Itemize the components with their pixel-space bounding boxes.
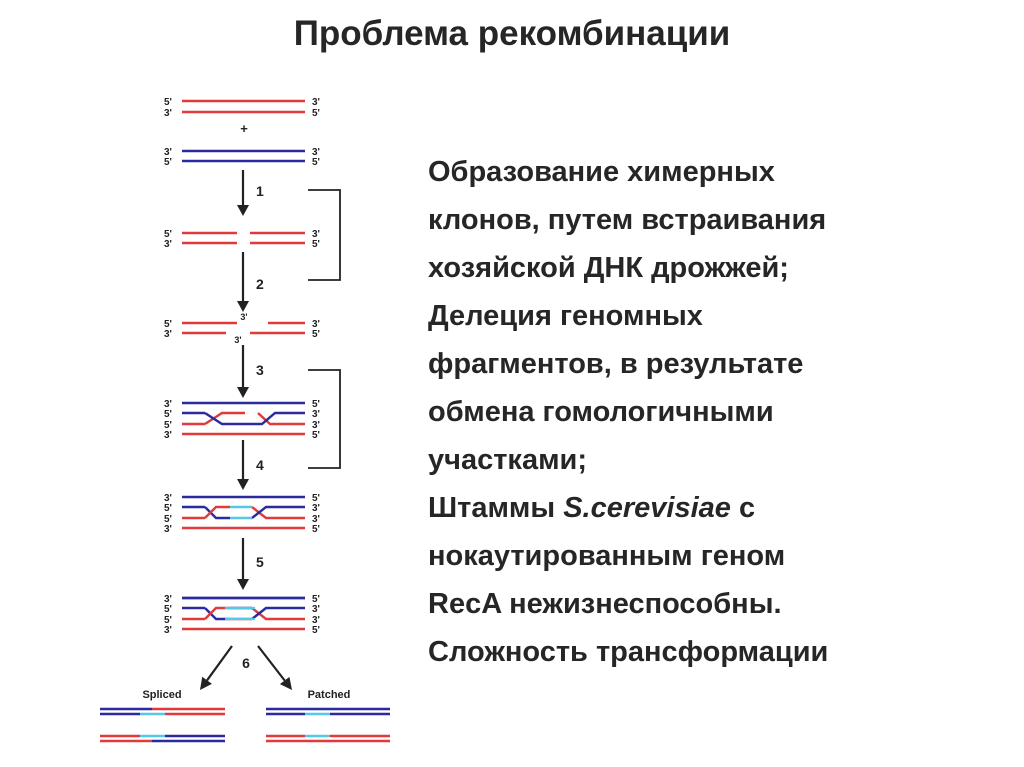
arrow-step-6-patched bbox=[257, 645, 286, 682]
strand-end-label: 3' bbox=[164, 594, 172, 605]
crossing-red-strand bbox=[251, 607, 278, 621]
strand-end-label: 3' bbox=[312, 97, 320, 108]
bracket-3 bbox=[308, 369, 341, 469]
strand-end-label: 5' bbox=[164, 97, 172, 108]
body-line: участками; bbox=[428, 444, 588, 476]
crossing-blue-strand bbox=[251, 505, 278, 519]
body-line: Сложность трансформации bbox=[428, 636, 829, 668]
strand-end-label: 5' bbox=[164, 615, 172, 626]
crossing-red-strand bbox=[204, 606, 230, 620]
body-line: обмена гомологичными bbox=[428, 396, 774, 428]
outcome-label-spliced: Spliced bbox=[142, 689, 181, 701]
strand-end-label: 5' bbox=[164, 514, 172, 525]
arrow-step-1-head bbox=[237, 205, 249, 216]
strand-end-label: 5' bbox=[312, 493, 320, 504]
slide-title: Проблема рекомбинации bbox=[293, 14, 731, 53]
strand-end-label: 5' bbox=[312, 399, 320, 410]
body-line-strain: Штаммы S.cerevisiae с bbox=[428, 484, 1018, 532]
strand-end-label: 5' bbox=[312, 108, 320, 119]
step-arrows bbox=[200, 170, 341, 690]
strand-end-label: 5' bbox=[312, 625, 320, 636]
strain-suffix: с bbox=[730, 492, 756, 524]
strand-end-label: 5' bbox=[312, 157, 320, 168]
strand-end-label: 5' bbox=[164, 157, 172, 168]
strand-end-label: 3' bbox=[312, 147, 320, 158]
strain-prefix: Штаммы bbox=[428, 492, 564, 524]
body-line: Образование химерных bbox=[428, 156, 775, 188]
strand-end-label: 3' bbox=[164, 524, 172, 535]
strand-end-label: 3' bbox=[312, 409, 320, 420]
strand-end-label: 3' bbox=[164, 625, 172, 636]
plus-sign: + bbox=[240, 121, 248, 136]
crossing-blue-strand bbox=[204, 607, 230, 621]
arrow-step-5-head bbox=[237, 579, 249, 590]
strand-end-label: 5' bbox=[312, 594, 320, 605]
step-label: 2 bbox=[256, 276, 264, 292]
step-label: 4 bbox=[256, 457, 264, 473]
strand-end-label: 3' bbox=[312, 503, 320, 514]
strand-end-label: 5' bbox=[164, 229, 172, 240]
strand-end-label: 3' bbox=[240, 312, 247, 322]
strand-end-label: 5' bbox=[312, 239, 320, 250]
strand-end-label: 5' bbox=[164, 420, 172, 431]
outcome-label-patched: Patched bbox=[308, 689, 351, 701]
invading-red-strand bbox=[257, 412, 285, 426]
arrow-step-6-spliced bbox=[206, 645, 233, 681]
arrow-step-3-head bbox=[237, 387, 249, 398]
strand-end-label: 3' bbox=[312, 420, 320, 431]
bracket-1 bbox=[308, 189, 341, 281]
crossing-blue-strand bbox=[251, 606, 278, 620]
strand-end-label: 3' bbox=[312, 615, 320, 626]
strand-end-label: 3' bbox=[164, 329, 172, 340]
step-label: 5 bbox=[256, 554, 264, 570]
body-line: RecA нежизнеспособны. bbox=[428, 588, 782, 620]
strand-end-label: 5' bbox=[312, 430, 320, 441]
strand-end-label: 3' bbox=[164, 108, 172, 119]
body-line: фрагментов, в результате bbox=[428, 348, 804, 380]
strand-end-label: 3' bbox=[164, 430, 172, 441]
body-line: Делеция геномных bbox=[428, 300, 703, 332]
arrow-step-6-spliced-head bbox=[200, 676, 212, 690]
strand-end-label: 5' bbox=[312, 329, 320, 340]
strand-end-label: 3' bbox=[164, 399, 172, 410]
strand-end-label: 3' bbox=[164, 239, 172, 250]
strand-end-label: 5' bbox=[164, 604, 172, 615]
strand-end-label: 5' bbox=[164, 319, 172, 330]
body-text: Образование химерных клонов, путем встра… bbox=[428, 148, 1018, 676]
strand-end-label: 3' bbox=[164, 147, 172, 158]
step-label: 1 bbox=[256, 183, 264, 199]
strand-end-label: 5' bbox=[164, 409, 172, 420]
strand-end-label: 3' bbox=[312, 604, 320, 615]
crossing-blue-strand bbox=[204, 506, 230, 520]
crossing-red-strand bbox=[251, 506, 278, 520]
invading-red-strand bbox=[204, 411, 245, 426]
diagram-labels: 5'3'3'5'+3'3'5'5'15'3'3'5'25'3'3'5'3'3'3… bbox=[142, 97, 350, 701]
arrow-step-4-head bbox=[237, 479, 249, 490]
step-label: 3 bbox=[256, 362, 264, 378]
displaced-blue-strand bbox=[204, 411, 285, 426]
body-line: нокаутированным геном bbox=[428, 540, 786, 572]
strand-end-label: 5' bbox=[164, 503, 172, 514]
strand-end-label: 3' bbox=[312, 229, 320, 240]
arrow-step-2-head bbox=[237, 301, 249, 312]
body-line: клонов, путем встраивания bbox=[428, 204, 827, 236]
strand-end-label: 3' bbox=[234, 335, 241, 345]
strand-end-label: 3' bbox=[164, 493, 172, 504]
strand-end-label: 3' bbox=[312, 319, 320, 330]
step-label: 6 bbox=[242, 655, 250, 671]
body-line: хозяйской ДНК дрожжей; bbox=[428, 252, 789, 284]
strand-end-label: 5' bbox=[312, 524, 320, 535]
dna-strands bbox=[100, 99, 390, 743]
arrow-step-6-patched-head bbox=[279, 676, 292, 690]
species-name: S.cerevisiae bbox=[563, 492, 731, 524]
crossing-red-strand bbox=[204, 505, 230, 519]
strand-end-label: 3' bbox=[312, 514, 320, 525]
